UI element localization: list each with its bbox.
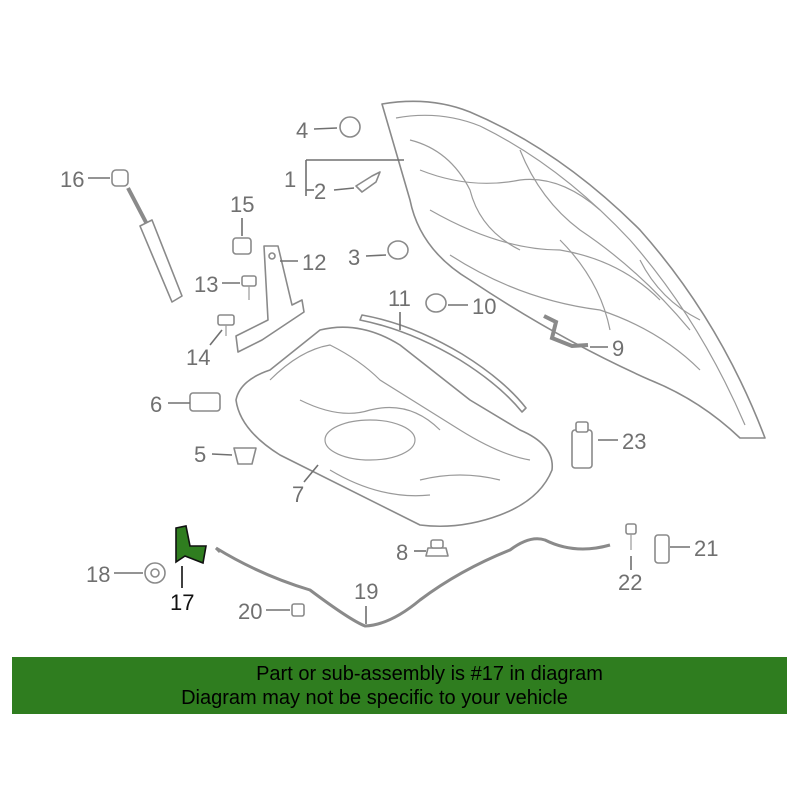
- pushpin-2: [355, 171, 381, 193]
- bolt-14: [217, 314, 235, 336]
- clip-5: [233, 447, 257, 465]
- callout-14: 14: [186, 329, 223, 370]
- callout-17: 17: [170, 566, 194, 615]
- svg-text:15: 15: [230, 192, 254, 217]
- svg-text:11: 11: [388, 286, 411, 311]
- hood-hinge: [235, 245, 305, 353]
- nut-15: [232, 237, 252, 255]
- callout-1: 1: [284, 159, 404, 196]
- svg-text:22: 22: [618, 570, 642, 595]
- callout-20: 20: [238, 599, 290, 624]
- callout-6: 6: [150, 392, 190, 417]
- svg-text:10: 10: [472, 294, 496, 319]
- weatherstrip: [359, 314, 527, 413]
- rod-9: [543, 314, 589, 349]
- svg-text:2: 2: [314, 179, 326, 204]
- clip-8: [425, 539, 449, 557]
- bumper-3: [387, 240, 409, 260]
- svg-text:8: 8: [396, 540, 408, 565]
- highlighted-part-17: [175, 525, 207, 565]
- hood-insulator: [235, 326, 553, 527]
- callout-3: 3: [348, 245, 387, 270]
- connector-6: [189, 392, 221, 412]
- svg-text:21: 21: [694, 536, 718, 561]
- callout-9: 9: [590, 336, 624, 361]
- banner-line-disclaimer: Diagram may not be specific to your vehi…: [181, 687, 568, 709]
- callout-12: 12: [280, 250, 326, 275]
- svg-text:20: 20: [238, 599, 262, 624]
- svg-text:19: 19: [354, 579, 378, 604]
- callout-11: 11: [388, 286, 411, 330]
- callout-16: 16: [60, 167, 110, 192]
- svg-text:6: 6: [150, 392, 162, 417]
- svg-text:1: 1: [284, 167, 296, 192]
- clip-10: [425, 293, 447, 313]
- svg-text:7: 7: [292, 482, 304, 507]
- bolt-20: [291, 603, 305, 617]
- callout-21: 21: [670, 536, 718, 561]
- svg-text:3: 3: [348, 245, 360, 270]
- callout-19: 19: [354, 579, 378, 624]
- bolt-13: [241, 275, 257, 300]
- callout-15: 15: [230, 192, 254, 236]
- bolt-18: [144, 562, 166, 584]
- callout-8: 8: [396, 540, 426, 565]
- info-banner: Part or sub-assembly is #17 in diagram D…: [12, 657, 787, 714]
- callout-10: 10: [448, 294, 496, 319]
- bumper-4: [339, 116, 361, 138]
- svg-text:13: 13: [194, 272, 218, 297]
- hood-strut: [111, 169, 183, 303]
- callout-7: 7: [292, 464, 319, 507]
- bracket-21: [654, 534, 670, 564]
- svg-text:5: 5: [194, 442, 206, 467]
- svg-text:14: 14: [186, 345, 210, 370]
- banner-line-part: Part or sub-assembly is #17 in diagram: [256, 663, 603, 685]
- callout-5: 5: [194, 442, 233, 467]
- callout-23: 23: [598, 429, 646, 454]
- svg-text:4: 4: [296, 118, 308, 143]
- svg-text:17: 17: [170, 590, 194, 615]
- callout-2: 2: [306, 179, 355, 204]
- bolt-22: [625, 523, 637, 550]
- callout-13: 13: [194, 272, 240, 297]
- hood-panel: [381, 100, 766, 439]
- callout-4: 4: [296, 118, 338, 143]
- callout-22: 22: [618, 556, 642, 595]
- svg-text:23: 23: [622, 429, 646, 454]
- svg-text:12: 12: [302, 250, 326, 275]
- svg-text:9: 9: [612, 336, 624, 361]
- callout-18: 18: [86, 562, 143, 587]
- latch-23: [571, 421, 593, 469]
- svg-text:16: 16: [60, 167, 84, 192]
- svg-text:18: 18: [86, 562, 110, 587]
- cable-19: [214, 537, 611, 628]
